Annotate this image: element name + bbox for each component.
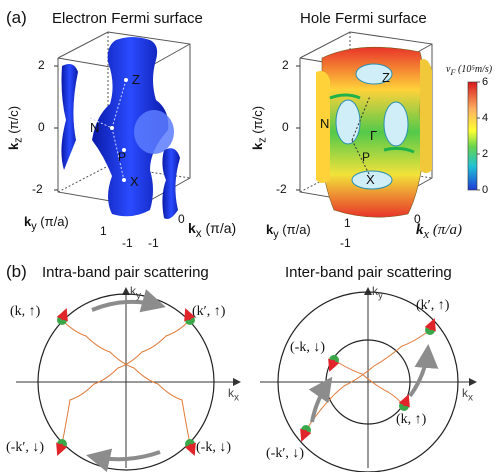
hole-kx-tick-0: 0 [414,212,421,226]
inter-state-neg-k-down: (-k, ↓) [290,340,325,355]
electron-kx-axis-label: kx (π/a) [188,220,237,240]
hole-surface [316,46,432,218]
hole-z-tick-2: 2 [282,58,289,72]
hole-ky-axis-label: ky (π/a) [266,222,311,241]
hole-point-Gamma: Γ [370,128,378,143]
intra-state-k-up: (k, ↑) [10,304,41,319]
intra-ky-label: ky [130,284,141,302]
electron-z-tick-neg2: -2 [32,182,43,196]
electron-ky-tick-neg1: -1 [122,236,133,250]
inter-state-neg-kprime-down: (-k′, ↓) [266,446,305,461]
intra-state-kprime-up: (k′, ↑) [192,304,226,319]
panel-b-label: (b) [6,262,27,281]
hole-kx-axis-label: kx (π/a) [416,222,462,241]
inter-band-diagram [260,287,477,472]
electron-kx-tick-neg1: -1 [148,236,159,250]
panel-a-label: (a) [6,8,27,27]
electron-point-X: X [130,174,139,189]
hole-point-X: X [366,172,375,187]
colorbar-label: vF (10⁵m/s) [446,64,493,77]
hole-point-P: P [362,150,371,164]
hole-point-Z: Z [382,70,390,85]
electron-z-tick-0: 0 [38,120,45,134]
inter-kx-label: kx [462,386,473,404]
electron-kx-tick-0: 0 [178,212,185,226]
inter-band-title: Inter-band pair scattering [285,264,452,281]
intra-band-title: Intra-band pair scattering [42,264,209,281]
colorbar-tick-6: 6 [482,76,489,88]
inter-ky-label: ky [372,284,383,302]
hole-z-tick-neg2: -2 [276,182,287,196]
intra-kx-label: kx [228,386,239,404]
hole-ky-tick-1: 1 [344,216,351,230]
inter-state-kprime-up: (k′, ↑) [416,298,450,313]
electron-fs-title: Electron Fermi surface [52,10,203,27]
hole-fs-title: Hole Fermi surface [300,10,427,27]
electron-ky-tick-1: 1 [100,224,107,238]
hole-ky-tick-neg1: -1 [340,236,351,250]
electron-ky-axis-label: ky (π/a) [24,214,69,233]
inter-state-k-up: (k, ↑) [396,412,427,427]
intra-state-neg-k-down: (-k, ↓) [196,440,231,455]
electron-pockets [61,37,180,219]
intra-band-diagram [16,287,241,472]
hole-point-N: N [320,116,330,131]
electron-point-N: N [90,120,100,135]
colorbar-tick-0: 0 [482,184,489,196]
hole-z-tick-0: 0 [282,120,289,134]
electron-point-Z: Z [132,72,140,87]
colorbar-tick-2: 2 [482,148,489,160]
velocity-colorbar [467,81,478,191]
colorbar-tick-4: 4 [482,112,489,124]
electron-z-tick-2: 2 [38,58,45,72]
intra-state-neg-kprime-down: (-k′, ↓) [6,440,45,455]
electron-point-P: P [118,150,127,164]
